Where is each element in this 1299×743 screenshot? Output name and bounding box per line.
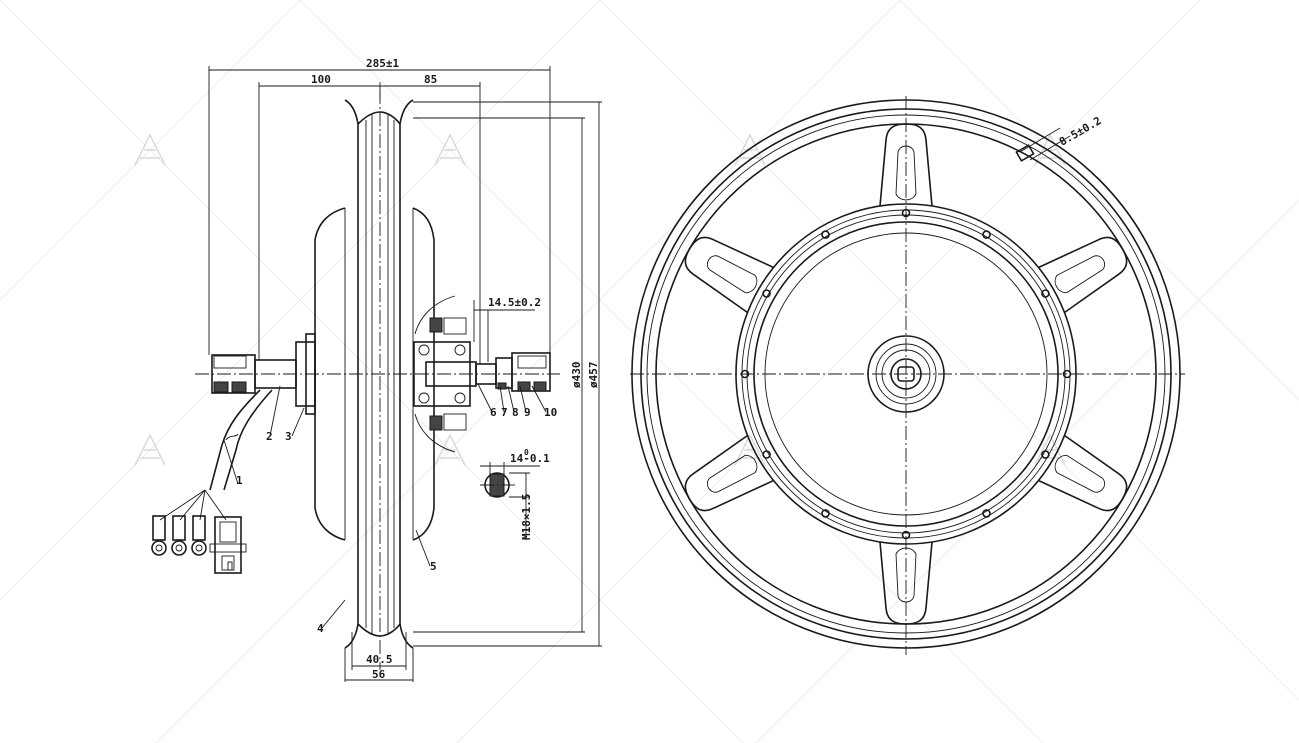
ring-terminals xyxy=(151,515,207,556)
spokes xyxy=(684,123,1128,625)
hub-bolts xyxy=(740,208,1072,540)
bolt xyxy=(1041,289,1050,298)
bolt xyxy=(982,509,991,518)
spoke xyxy=(684,434,774,512)
thread-section-detail xyxy=(480,462,540,540)
part-label-3: 3 xyxy=(285,430,292,443)
flat-tolerance-label: 0 xyxy=(524,448,529,457)
hub-outer-circle xyxy=(735,203,1077,545)
rim-outer-width-label: 56 xyxy=(372,668,386,681)
bolt xyxy=(762,450,771,459)
spoke xyxy=(1038,236,1128,314)
bolt xyxy=(821,509,830,518)
bearing-offset-label: 14.5±0.2 xyxy=(488,296,541,309)
flat-width-label: 14-0.1 xyxy=(510,452,550,465)
bolt xyxy=(740,369,750,379)
hall-connector xyxy=(209,516,247,574)
rim-outer-circle xyxy=(631,99,1181,649)
housing-right xyxy=(412,207,435,541)
part-label-7: 7 xyxy=(501,406,508,419)
spoke xyxy=(879,123,933,207)
spoke xyxy=(684,236,774,314)
rim-diameter-inner-label: ø430 xyxy=(570,362,583,389)
overall-width-label: 285±1 xyxy=(366,57,399,70)
bolt xyxy=(762,289,771,298)
spoke xyxy=(1038,434,1128,512)
dimension-lines xyxy=(208,66,602,682)
bolt xyxy=(1062,369,1072,379)
left-shaft-label: 100 xyxy=(311,73,331,86)
part-label-8: 8 xyxy=(512,406,519,419)
bolt xyxy=(901,530,911,540)
spoke xyxy=(879,541,933,625)
part-label-2: 2 xyxy=(266,430,273,443)
bolt xyxy=(901,208,911,218)
bolt xyxy=(821,230,830,239)
part-label-5: 5 xyxy=(430,560,437,573)
bolt xyxy=(982,230,991,239)
rim-profile xyxy=(344,99,414,649)
part-label-1: 1 xyxy=(236,474,243,487)
part-label-9: 9 xyxy=(524,406,531,419)
thread-spec-label: M18×1.5 xyxy=(520,494,533,540)
front-view: 8.5±0.2 xyxy=(630,96,1185,655)
bolt xyxy=(1041,450,1050,459)
rim-diameter-outer-label: ø457 xyxy=(587,362,600,389)
part-label-4: 4 xyxy=(317,622,324,635)
side-view: 285±1 100 85 14.5±0.2 40.5 56 ø430 ø457 … xyxy=(151,57,602,682)
part-label-10: 10 xyxy=(544,406,557,419)
rim-inner-width-label: 40.5 xyxy=(366,653,393,666)
right-shaft-label: 85 xyxy=(424,73,437,86)
part-label-6: 6 xyxy=(490,406,497,419)
axle-flange xyxy=(867,335,945,413)
bearing-section xyxy=(413,295,477,453)
